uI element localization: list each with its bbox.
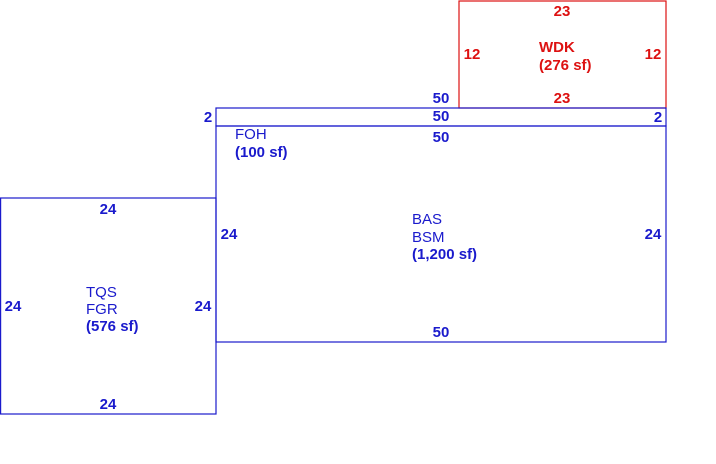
area-wdk-left-dimension: 12 — [464, 46, 481, 63]
area-foh-top-dimension: 50 — [433, 90, 450, 107]
area-bas-left-dimension: 24 — [221, 226, 238, 243]
area-bas-size: (1,200 sf) — [412, 246, 477, 263]
area-wdk-bottom-dimension: 23 — [554, 90, 571, 107]
area-wdk-size: (276 sf) — [539, 57, 592, 74]
area-tqs-outline — [0, 197, 217, 415]
area-bas-right-dimension: 24 — [645, 226, 662, 243]
area-bas-subcode: BSM — [412, 229, 445, 246]
area-tqs-top-dimension: 24 — [100, 201, 117, 218]
area-tqs: 24 24 24 24 TQS FGR (576 sf) — [0, 197, 217, 415]
area-tqs-code: TQS — [86, 284, 117, 301]
area-foh-right-dimension: 2 — [654, 109, 662, 126]
area-wdk-top-dimension: 23 — [554, 3, 571, 20]
area-tqs-left-dimension: 24 — [5, 298, 22, 315]
area-wdk-right-dimension: 12 — [645, 46, 662, 63]
area-wdk-code: WDK — [539, 39, 575, 56]
area-wdk: 23 23 12 12 WDK (276 sf) — [458, 0, 667, 109]
area-bas-bottom-dimension: 50 — [433, 324, 450, 341]
area-tqs-size: (576 sf) — [86, 318, 139, 335]
area-foh-bottom-dimension: 50 — [433, 108, 450, 125]
area-foh-left-dimension: 2 — [204, 109, 212, 126]
area-bas-code: BAS — [412, 211, 442, 228]
area-tqs-bottom-dimension: 24 — [100, 396, 117, 413]
area-foh-code: FOH — [235, 126, 267, 143]
area-bas-top-dimension: 50 — [433, 129, 450, 146]
area-foh-size: (100 sf) — [235, 144, 288, 161]
area-tqs-subcode: FGR — [86, 301, 118, 318]
area-tqs-right-dimension: 24 — [195, 298, 212, 315]
